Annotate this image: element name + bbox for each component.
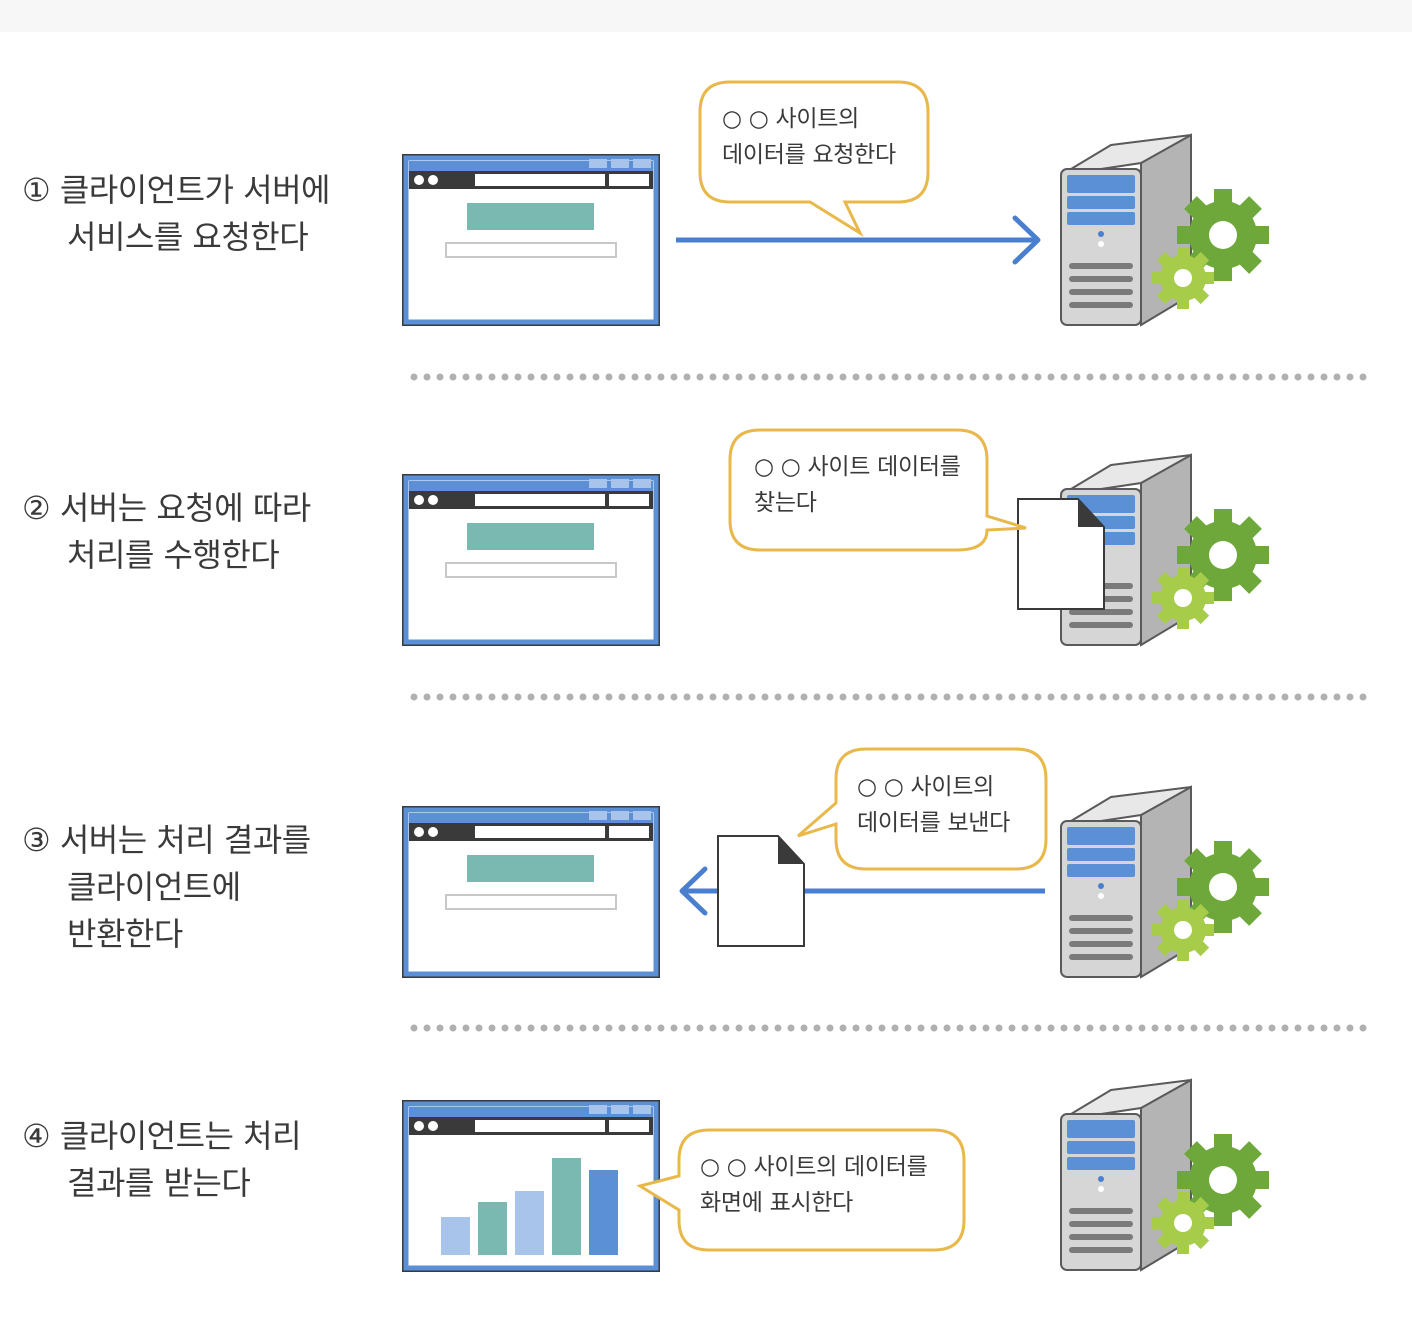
step-4-line-2: 결과를 받는다 (67, 1164, 251, 1202)
chart-bar-4 (552, 1158, 581, 1255)
bubble-1-line-2: 데이터를 요청한다 (722, 142, 896, 168)
speech-bubble-icon (728, 428, 1027, 552)
bubble-1-line-1: ○ ○ 사이트의 (722, 106, 859, 132)
bubble-3-line-2: 데이터를 보낸다 (857, 810, 1011, 836)
content-bar (445, 242, 617, 258)
step-4-text: ④ 클라이언트는 처리 결과를 받는다 (22, 1113, 302, 1207)
bubble-2-text: ○ ○ 사이트 데이터를 찾는다 (754, 449, 961, 521)
step-2-text: ② 서버는 요청에 따라 처리를 수행한다 (22, 485, 311, 579)
content-bar (445, 562, 617, 578)
speech-bubble-icon (698, 80, 930, 237)
bubble-4-text: ○ ○ 사이트의 데이터를 화면에 표시한다 (700, 1149, 928, 1221)
chart-bar-1 (441, 1217, 470, 1255)
row-3 (403, 747, 1269, 977)
bubble-4-line-2: 화면에 표시한다 (700, 1190, 854, 1216)
content-block (467, 203, 594, 230)
step-1-line-1: ① 클라이언트가 서버에 (22, 171, 331, 209)
speech-bubble-icon (797, 747, 1048, 871)
step-4-line-1: ④ 클라이언트는 처리 (22, 1117, 302, 1155)
step-3-text: ③ 서버는 처리 결과를 클라이언트에 반환한다 (22, 817, 311, 958)
browser-window-icon (403, 155, 659, 325)
content-block (467, 523, 594, 550)
row-2 (403, 428, 1269, 645)
bubble-3-line-1: ○ ○ 사이트의 (857, 774, 994, 800)
step-2-line-1: ② 서버는 요청에 따라 (22, 489, 311, 527)
server-tower-icon (1061, 787, 1269, 977)
content-bar (445, 894, 617, 910)
mini-bar-chart (441, 1158, 618, 1255)
bubble-1-text: ○ ○ 사이트의 데이터를 요청한다 (722, 101, 896, 173)
document-icon (717, 835, 805, 947)
server-tower-icon (1061, 1080, 1269, 1270)
row-4 (403, 1080, 1269, 1271)
bubble-2-line-2: 찾는다 (754, 490, 817, 516)
step-3-line-1: ③ 서버는 처리 결과를 (22, 821, 311, 859)
chart-bar-2 (478, 1202, 507, 1255)
bubble-4-line-1: ○ ○ 사이트의 데이터를 (700, 1154, 928, 1180)
server-tower-icon (1061, 135, 1269, 325)
step-3-line-3: 반환한다 (67, 915, 183, 953)
bubble-3-text: ○ ○ 사이트의 데이터를 보낸다 (857, 769, 1010, 841)
step-2-line-2: 처리를 수행한다 (67, 536, 280, 574)
browser-window-icon (403, 475, 659, 645)
arrow-right-icon (676, 215, 1041, 265)
step-3-line-2: 클라이언트에 (67, 868, 241, 906)
browser-window-icon (403, 1101, 659, 1271)
content-block (467, 855, 594, 882)
row-1 (403, 80, 1269, 325)
step-1-line-2: 서비스를 요청한다 (67, 218, 309, 256)
browser-window-icon (403, 807, 659, 977)
chart-bar-5 (589, 1170, 618, 1255)
speech-bubble-icon (636, 1128, 966, 1252)
bubble-2-line-1: ○ ○ 사이트 데이터를 (754, 454, 961, 480)
document-icon (1017, 498, 1105, 610)
chart-bar-3 (515, 1191, 544, 1255)
step-1-text: ① 클라이언트가 서버에 서비스를 요청한다 (22, 167, 331, 261)
top-strip (0, 0, 1412, 32)
